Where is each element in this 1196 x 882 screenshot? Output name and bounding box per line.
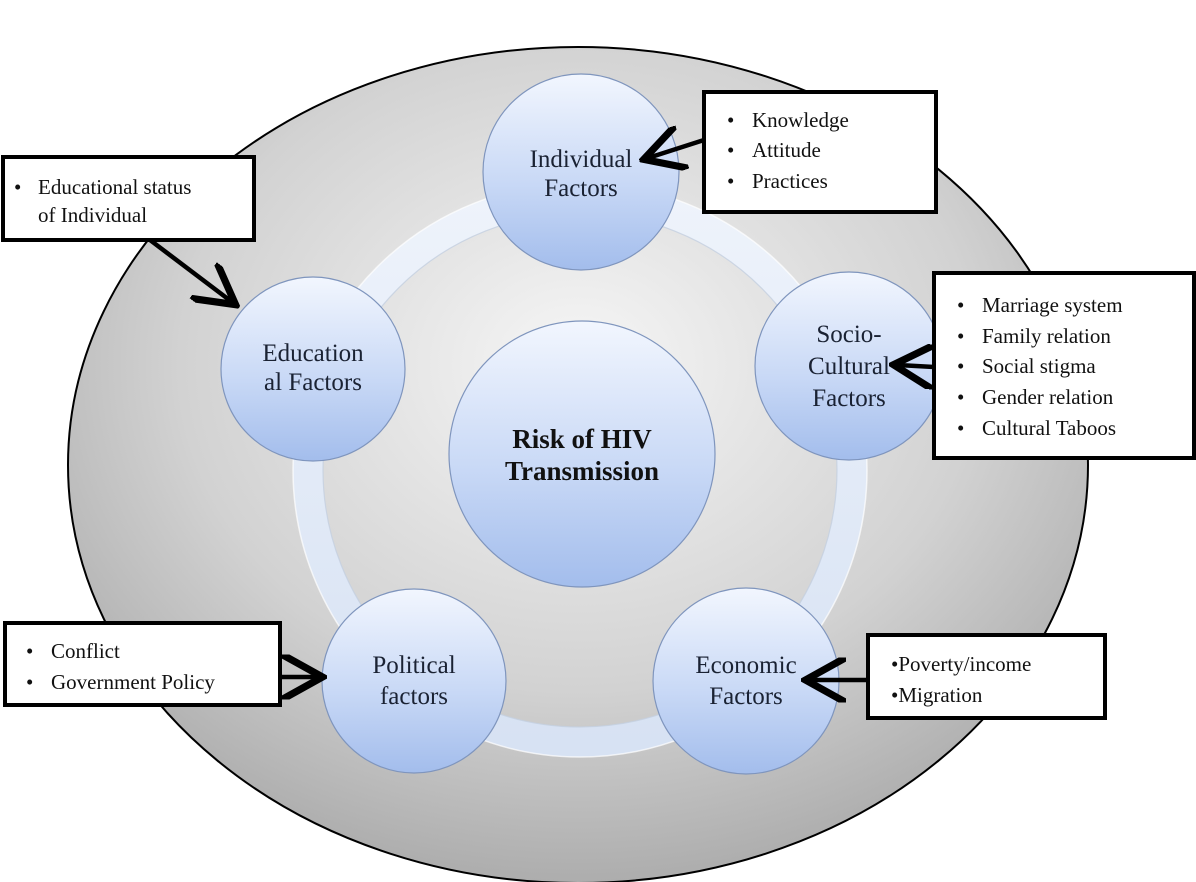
political-box: • Conflict • Government Policy	[3, 621, 282, 707]
individual-box-item-3: Practices	[752, 169, 828, 193]
arrow-education	[148, 238, 232, 302]
socio-box-item-4: Gender relation	[982, 385, 1114, 409]
socio-cultural-box: • Marriage system • Family relation • So…	[932, 271, 1196, 460]
economic-box-item-1: •Poverty/income	[891, 652, 1031, 676]
education-label-line1: Education	[262, 340, 364, 367]
socio-box-bullet-2: •	[957, 324, 964, 348]
economic-label-line2: Factors	[709, 683, 783, 710]
individual-factors-node: Individual Factors	[482, 73, 680, 271]
arrow-socio-cultural	[898, 365, 934, 367]
political-label-line2: factors	[380, 683, 448, 710]
socio-label-line3: Factors	[812, 385, 886, 412]
socio-box-item-1: Marriage system	[982, 293, 1123, 317]
political-box-bullet-1: •	[26, 639, 33, 663]
socio-box-item-3: Social stigma	[982, 354, 1096, 378]
socio-box-bullet-3: •	[957, 354, 964, 378]
socio-box-bullet-4: •	[957, 385, 964, 409]
socio-box-item-2: Family relation	[982, 324, 1111, 348]
political-box-bullet-2: •	[26, 670, 33, 694]
socio-box-item-5: Cultural Taboos	[982, 416, 1116, 440]
economic-box: •Poverty/income •Migration	[866, 633, 1107, 720]
individual-label-line2: Factors	[544, 175, 618, 202]
education-box-item-1: Educational status	[38, 175, 191, 199]
center-node: Risk of HIV Transmission	[448, 320, 716, 588]
economic-box-item-2: •Migration	[891, 683, 983, 707]
individual-box-item-1: Knowledge	[752, 108, 849, 132]
socio-cultural-factors-node: Socio- Cultural Factors	[754, 271, 944, 461]
center-title-line1: Risk of HIV	[512, 424, 652, 454]
individual-box: • Knowledge • Attitude • Practices	[702, 90, 938, 214]
political-label-line1: Political	[372, 652, 455, 679]
arrow-individual	[648, 140, 705, 158]
socio-label-line2: Cultural	[808, 353, 890, 380]
education-box: • Educational status of Individual	[1, 155, 256, 242]
education-factors-node: Education al Factors	[220, 276, 406, 462]
economic-factors-node: Economic Factors	[652, 587, 840, 775]
economic-label-line1: Economic	[695, 652, 796, 679]
socio-box-bullet-1: •	[957, 293, 964, 317]
individual-box-bullet-3: •	[727, 169, 734, 193]
socio-label-line1: Socio-	[816, 321, 881, 348]
education-box-bullet: •	[14, 175, 21, 199]
political-box-item-2: Government Policy	[51, 670, 215, 694]
education-label-line2: al Factors	[264, 369, 362, 396]
individual-box-bullet-1: •	[727, 108, 734, 132]
center-title-line2: Transmission	[505, 456, 659, 486]
political-box-item-1: Conflict	[51, 639, 120, 663]
socio-box-bullet-5: •	[957, 416, 964, 440]
individual-box-bullet-2: •	[727, 138, 734, 162]
education-box-item-2: of Individual	[38, 203, 147, 227]
political-factors-node: Political factors	[321, 588, 507, 774]
individual-box-item-2: Attitude	[752, 138, 821, 162]
individual-label-line1: Individual	[530, 146, 633, 173]
